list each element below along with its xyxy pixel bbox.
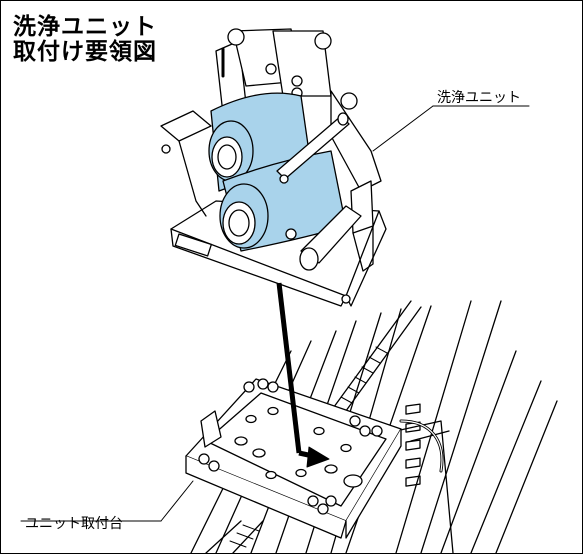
unit-mount-label: ユニット取付台 bbox=[25, 516, 123, 532]
mounting-arrow bbox=[276, 282, 330, 468]
title-line-1: 洗浄ユニット bbox=[13, 14, 157, 40]
diagram-title: 洗浄ユニット 取付け要領図 bbox=[13, 15, 157, 65]
plate-bolts bbox=[198, 378, 383, 515]
cleaning-unit bbox=[160, 28, 387, 307]
mounting-plate bbox=[185, 378, 402, 539]
cleaning-unit-label: 洗浄ユニット bbox=[437, 90, 521, 106]
title-line-2: 取付け要領図 bbox=[13, 39, 157, 65]
side-housing bbox=[395, 403, 454, 553]
lead-screw bbox=[205, 300, 422, 553]
leader-lines bbox=[20, 105, 530, 522]
cleaning-roller-lower bbox=[219, 150, 347, 252]
plate-holes bbox=[234, 406, 363, 488]
